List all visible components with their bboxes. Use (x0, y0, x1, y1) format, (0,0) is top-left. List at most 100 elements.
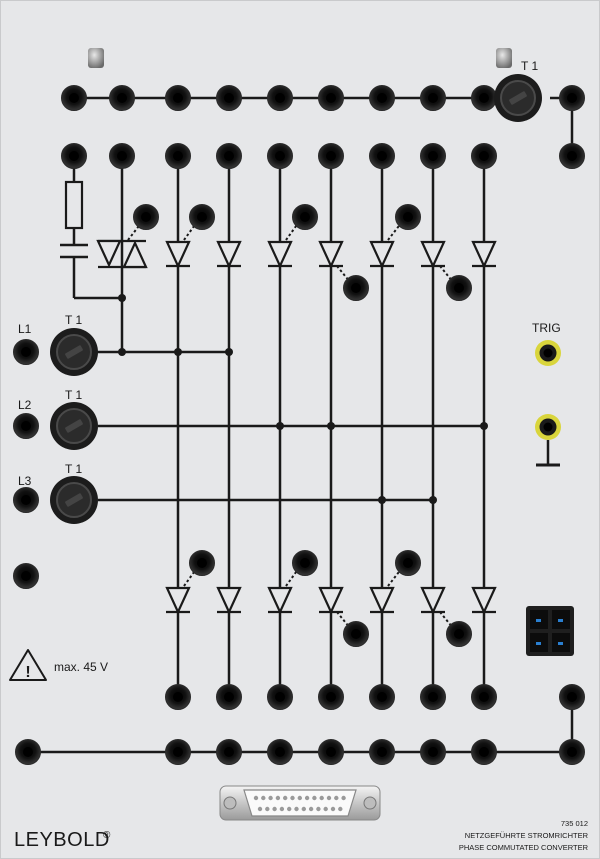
junction-dot (480, 422, 488, 430)
socket[interactable] (216, 143, 242, 169)
socket[interactable] (471, 85, 497, 111)
socket[interactable] (61, 85, 87, 111)
socket[interactable] (471, 684, 497, 710)
label-t1-l3: T 1 (65, 462, 82, 476)
socket[interactable] (471, 143, 497, 169)
socket[interactable] (559, 143, 585, 169)
socket[interactable] (446, 621, 472, 647)
socket[interactable] (420, 85, 446, 111)
socket[interactable] (369, 739, 395, 765)
dsub-pin (287, 806, 292, 812)
socket[interactable] (369, 85, 395, 111)
socket[interactable] (292, 550, 318, 576)
socket[interactable] (109, 85, 135, 111)
socket[interactable] (559, 739, 585, 765)
label-t1-top: T 1 (521, 59, 538, 73)
socket[interactable] (15, 739, 41, 765)
ground-socket[interactable] (535, 414, 561, 440)
module-title-de: NETZGEFÜHRTE STROMRICHTER (465, 831, 589, 840)
socket[interactable] (292, 204, 318, 230)
socket[interactable] (395, 204, 421, 230)
socket[interactable] (165, 739, 191, 765)
socket[interactable] (395, 550, 421, 576)
label-max-voltage: max. 45 V (54, 660, 108, 674)
dsub-pin (272, 806, 277, 812)
dsub-pin (301, 806, 306, 812)
socket[interactable] (61, 143, 87, 169)
label-t1-l1: T 1 (65, 313, 82, 327)
socket[interactable] (109, 143, 135, 169)
socket[interactable] (189, 550, 215, 576)
diode-array (165, 240, 497, 615)
socket[interactable] (369, 143, 395, 169)
warning-triangle-icon: ! (9, 649, 47, 681)
socket[interactable] (133, 204, 159, 230)
dsub-pin (283, 795, 288, 801)
socket[interactable] (13, 563, 39, 589)
dsub-pin (268, 795, 273, 801)
junction-dot (118, 294, 126, 302)
dsub-pin (330, 806, 336, 812)
fuse-holder-icon[interactable] (50, 402, 98, 450)
dsub-pin (253, 795, 259, 801)
socket[interactable] (318, 85, 344, 111)
socket[interactable] (318, 143, 344, 169)
socket[interactable] (13, 487, 39, 513)
socket[interactable] (559, 684, 585, 710)
socket[interactable] (216, 85, 242, 111)
socket[interactable] (216, 684, 242, 710)
socket[interactable] (343, 621, 369, 647)
dsub-pin (304, 795, 310, 801)
socket[interactable] (165, 684, 191, 710)
socket[interactable] (13, 413, 39, 439)
diode-symbol-icon (318, 240, 344, 269)
trig-socket[interactable] (535, 340, 561, 366)
socket[interactable] (318, 739, 344, 765)
junction-dot (276, 422, 284, 430)
dsub-pin (316, 806, 321, 812)
socket[interactable] (267, 143, 293, 169)
socket[interactable] (369, 684, 395, 710)
socket[interactable] (216, 739, 242, 765)
socket[interactable] (165, 143, 191, 169)
dsub-pin (297, 795, 302, 801)
diode-symbol-icon (267, 586, 293, 615)
fuse-holder-icon[interactable] (50, 328, 98, 376)
diode-symbol-icon (216, 240, 242, 269)
socket[interactable] (420, 143, 446, 169)
power-connector[interactable] (526, 606, 574, 656)
dsub-connector-icon[interactable] (219, 785, 381, 821)
dsub-pin (261, 795, 266, 801)
socket[interactable] (420, 684, 446, 710)
socket[interactable] (13, 339, 39, 365)
junction-dot (118, 348, 126, 356)
dsub-pin (290, 795, 295, 801)
socket[interactable] (165, 85, 191, 111)
socket[interactable] (343, 275, 369, 301)
dsub-pin (341, 795, 346, 801)
socket[interactable] (267, 85, 293, 111)
brand-registered: ® (103, 830, 111, 841)
socket[interactable] (189, 204, 215, 230)
diode-symbol-icon (165, 586, 191, 615)
thyristor-symbol-icon (96, 239, 148, 269)
socket[interactable] (267, 684, 293, 710)
dsub-pin (257, 806, 263, 812)
socket[interactable] (318, 684, 344, 710)
socket-array (13, 85, 585, 765)
diode-symbol-icon (216, 586, 242, 615)
warning-symbol: ! (25, 664, 30, 681)
resistor-symbol-icon (64, 180, 84, 230)
socket[interactable] (267, 739, 293, 765)
socket[interactable] (559, 85, 585, 111)
socket[interactable] (420, 739, 446, 765)
dsub-pin (308, 806, 314, 812)
fuse-holders (50, 74, 542, 524)
socket[interactable] (471, 739, 497, 765)
fuse-holder-icon[interactable] (50, 476, 98, 524)
dsub-pin (312, 795, 317, 801)
socket[interactable] (446, 275, 472, 301)
diode-symbol-icon (318, 586, 344, 615)
fuse-holder-icon[interactable] (494, 74, 542, 122)
